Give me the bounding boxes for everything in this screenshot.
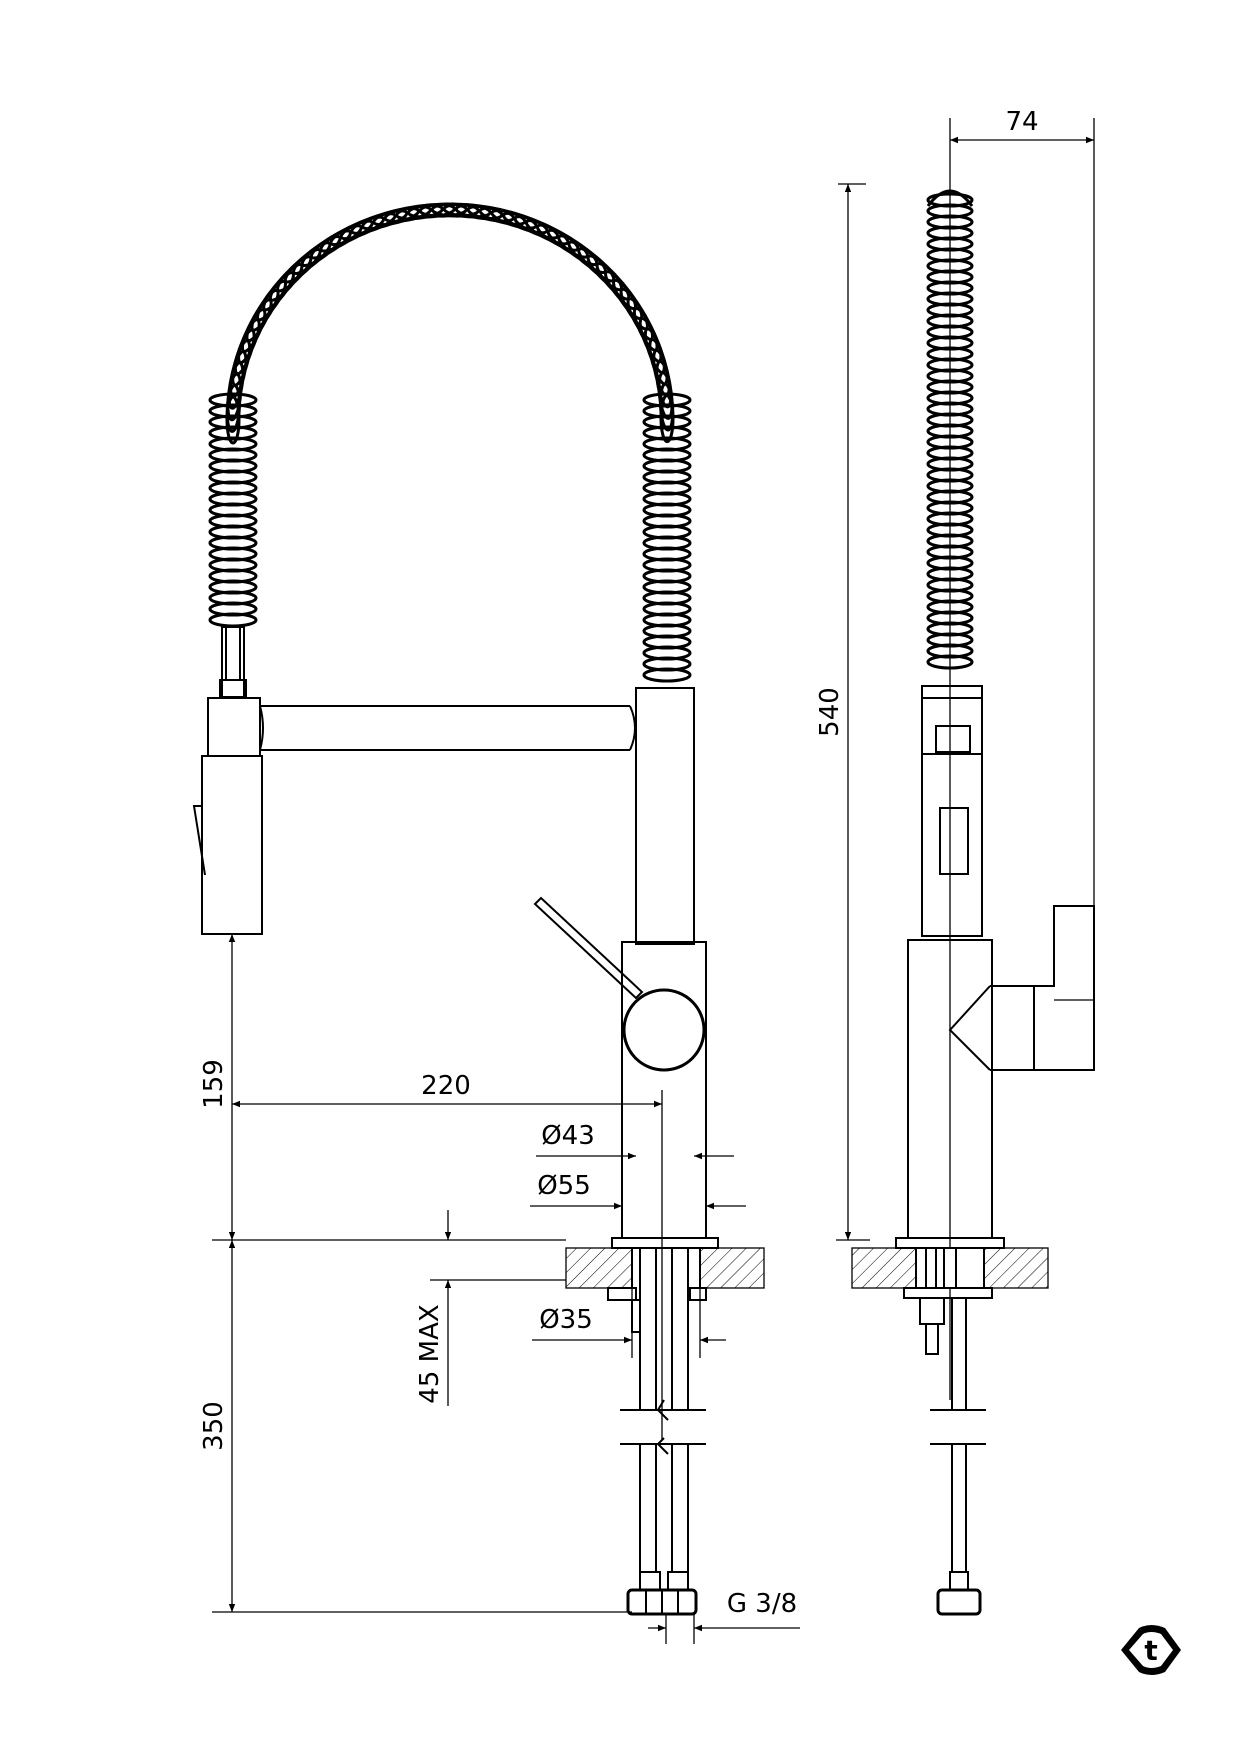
lever-knob	[622, 988, 706, 1072]
logo-inner	[1129, 1632, 1173, 1668]
front-view	[192, 202, 765, 1616]
side-collar	[921, 685, 983, 699]
spray-trigger	[192, 805, 206, 876]
stud	[631, 1299, 641, 1333]
spray-head-body	[201, 755, 263, 935]
spring-coil	[642, 667, 692, 683]
vertical-column	[635, 687, 695, 945]
spray-head-collar	[219, 679, 247, 699]
base-plate	[611, 1237, 719, 1249]
hose-tube	[225, 626, 241, 680]
front-spring-hose	[208, 202, 692, 683]
side-lever-block	[1034, 905, 1095, 1071]
label-43: Ø43	[541, 1121, 595, 1151]
side-lever-connector	[948, 985, 1035, 1071]
label-220: 220	[421, 1071, 471, 1101]
side-hose-lower	[951, 1444, 967, 1572]
side-stud-lower	[925, 1323, 939, 1355]
spring-coil	[659, 394, 675, 444]
spring-coil	[208, 392, 258, 408]
hose-fitting-left	[639, 1571, 661, 1591]
side-shank-lines	[925, 1248, 957, 1288]
side-hose-fitting	[949, 1571, 969, 1591]
label-g38: G 3/8	[727, 1589, 797, 1619]
lever-handle	[533, 896, 644, 1000]
hose-fitting-right	[667, 1571, 689, 1591]
hose-zigzag	[656, 1399, 669, 1455]
side-stud-upper	[919, 1297, 945, 1325]
label-55: Ø55	[537, 1171, 591, 1201]
label-540: 540	[815, 687, 845, 737]
label-350: 350	[199, 1401, 229, 1451]
brand-logo: t	[1121, 1625, 1181, 1675]
spray-head-top	[207, 697, 261, 757]
mounting-nut	[607, 1287, 637, 1301]
hoses-lower	[639, 1444, 689, 1572]
side-hose-nut	[936, 1588, 982, 1616]
countertop-right	[699, 1247, 765, 1289]
label-45-max: 45 MAX	[415, 1304, 445, 1403]
side-head-slot	[939, 807, 969, 875]
side-head-body	[921, 753, 983, 937]
dimension-lines: 74 540 159 220 Ø43 Ø55 45 MAX	[199, 107, 1095, 1644]
label-159: 159	[199, 1059, 229, 1109]
mounting-nut-right	[689, 1287, 707, 1301]
horizontal-arm	[259, 705, 636, 751]
countertop-left	[565, 1247, 633, 1289]
side-view	[851, 189, 1095, 1616]
side-nut	[903, 1287, 993, 1299]
hoses-upper	[639, 1248, 689, 1410]
logo-letter: t	[1144, 1634, 1157, 1667]
hose-nuts-lines	[645, 1590, 679, 1614]
side-shank	[915, 1247, 985, 1289]
label-35: Ø35	[539, 1305, 593, 1335]
side-hose-upper	[951, 1298, 967, 1410]
side-head-slot-top	[935, 725, 971, 753]
label-74: 74	[1005, 107, 1038, 137]
shank	[631, 1248, 701, 1288]
